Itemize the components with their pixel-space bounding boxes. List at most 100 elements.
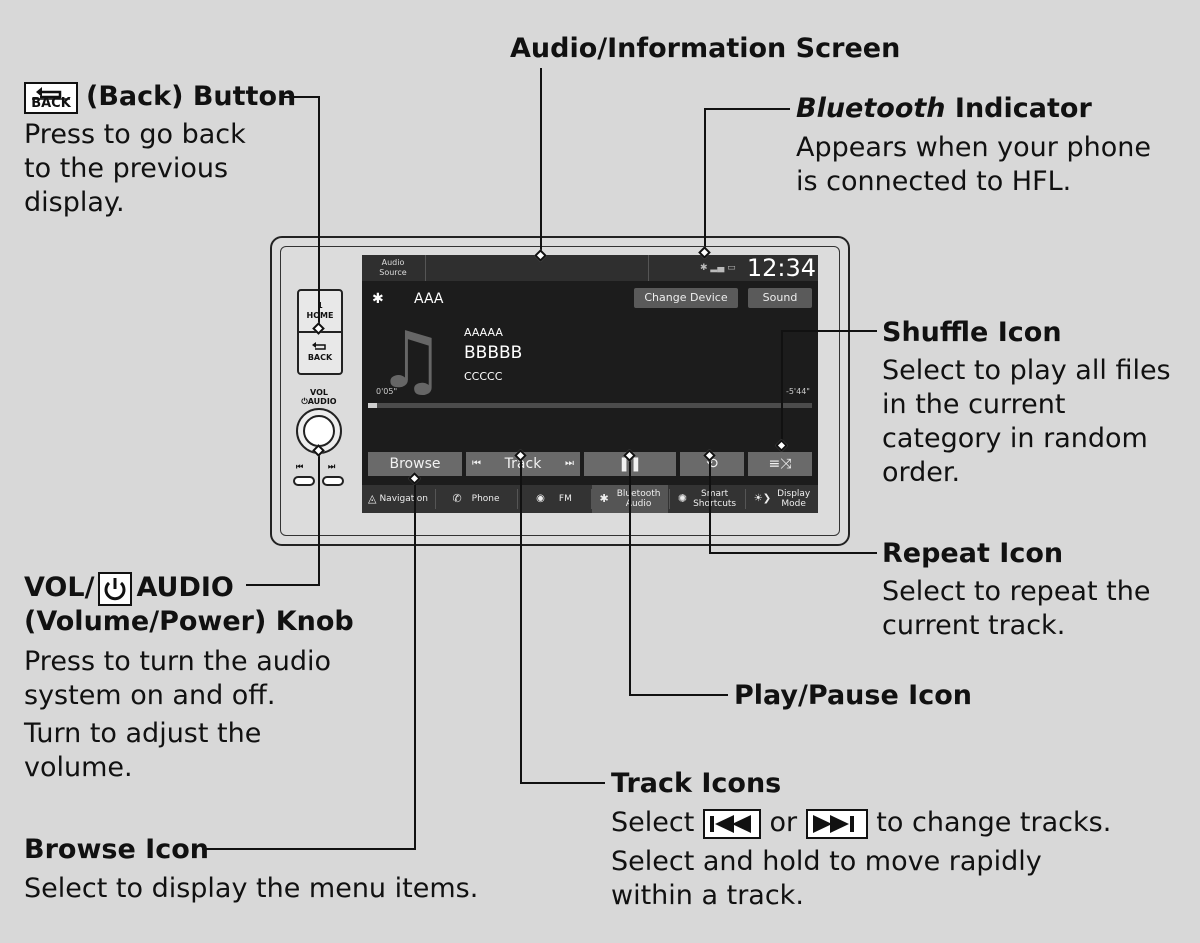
shuffle-icon: ≡⤨ [768, 456, 792, 472]
volume-knob-desc-3: Turn to adjust the [24, 718, 262, 749]
leader-audio-screen [540, 68, 542, 256]
music-note-icon: ♫ [376, 316, 446, 406]
leader-repeat-h [710, 552, 877, 554]
audio-source-label-2: Source [379, 268, 407, 277]
display-mode-icon: ☀❯ [753, 493, 772, 504]
bluetooth-icon: ✱ [372, 291, 384, 307]
browse-icon-desc: Select to display the menu items. [24, 873, 479, 904]
leader-track-h [521, 782, 605, 784]
tab-fm[interactable]: ◉ FM [518, 485, 590, 513]
back-icon: BACK [24, 82, 78, 114]
elapsed-time: 0'05" [376, 387, 398, 396]
track-icons-desc-2: Select and hold to move rapidly [611, 846, 1042, 877]
progress-bar[interactable] [368, 403, 812, 408]
browse-icon-title: Browse Icon [24, 834, 209, 865]
bluetooth-indicator-title: Bluetooth Indicator [796, 92, 1092, 126]
bt-audio-line-2: Audio [625, 499, 652, 509]
vol-label: VOL [310, 388, 328, 397]
shuffle-icon-desc-4: order. [882, 457, 961, 488]
seek-back-button[interactable] [293, 476, 315, 486]
volume-knob-desc-2: system on and off. [24, 680, 276, 711]
leader-bluetooth-h [704, 108, 790, 110]
track-icons-desc-3: within a track. [611, 880, 804, 911]
device-back-label: BACK [307, 353, 333, 362]
leader-back-h [283, 96, 319, 98]
back-button-desc-2: to the previous [24, 153, 229, 184]
seek-forward-button[interactable] [322, 476, 344, 486]
change-device-button[interactable]: Change Device [634, 288, 738, 308]
repeat-icon-title: Repeat Icon [882, 538, 1064, 569]
seek-forward-icon: ⏭ [328, 462, 336, 471]
track-icons-or-text: or [769, 807, 798, 838]
track-icons-select-text: Select [611, 807, 695, 838]
audio-label: ⏻AUDIO [301, 397, 337, 406]
leader-bluetooth-v [704, 108, 706, 252]
fm-icon: ◉ [536, 493, 545, 504]
phone-icon: ✆ [452, 492, 462, 505]
track-forward-icon[interactable]: ⏭ [565, 458, 574, 469]
leader-shuffle-h [782, 330, 877, 332]
track-back-icon[interactable]: ⏮ [472, 458, 481, 469]
leader-volume-h [246, 584, 320, 586]
track-label: Track [504, 456, 542, 472]
back-icon-text: BACK [31, 96, 71, 111]
bluetooth-indicator-title-rest: Indicator [945, 93, 1092, 124]
tab-phone[interactable]: ✆Phone [436, 485, 516, 513]
tab-fm-label: FM [558, 494, 572, 504]
bluetooth-audio-icon: ✱ [599, 492, 609, 505]
status-divider [425, 255, 426, 281]
tab-divider [591, 489, 592, 509]
repeat-icon-desc-1: Select to repeat the [882, 576, 1151, 607]
bt-audio-line-1: Bluetooth [616, 489, 661, 499]
remaining-time: -5'44" [785, 387, 810, 396]
bluetooth-indicator-desc-2: is connected to HFL. [796, 166, 1072, 197]
leader-track-v [520, 455, 522, 784]
shuffle-icon-desc-3: category in random [882, 423, 1148, 454]
browse-button[interactable]: Browse [368, 452, 462, 476]
progress-fill [368, 403, 377, 408]
back-button-desc-1: Press to go back [24, 119, 246, 150]
repeat-icon-desc-2: current track. [882, 610, 1066, 641]
smart-line-1: Smart [700, 489, 729, 499]
volume-knob-title: VOL/ AUDIO [24, 571, 234, 606]
tab-navigation-label: Navigation [379, 494, 428, 504]
display-line-1: Display [777, 489, 811, 499]
volume-knob-title-b: AUDIO [136, 572, 234, 603]
track-icons-desc-line: Select or to change tracks. [611, 806, 1111, 840]
tab-divider [435, 489, 436, 509]
seek-back-icon: ⏮ [296, 462, 304, 471]
tab-navigation[interactable]: ◬Navigation [362, 485, 434, 513]
track-title: BBBBB [464, 343, 523, 363]
power-icon [98, 571, 133, 606]
volume-knob-desc-1: Press to turn the audio [24, 646, 332, 677]
shuffle-button[interactable]: ≡⤨ [748, 452, 812, 476]
sound-button[interactable]: Sound [748, 288, 812, 308]
leader-play-h [630, 694, 728, 696]
smart-shortcuts-icon: ✺ [677, 492, 688, 505]
tab-divider [745, 489, 746, 509]
leader-shuffle-v [781, 330, 783, 444]
display-line-2: Mode [781, 499, 806, 509]
back-button[interactable] [297, 331, 343, 375]
shuffle-icon-desc-1: Select to play all files [882, 355, 1171, 386]
leader-browse-v [414, 478, 416, 850]
tab-divider [517, 489, 518, 509]
status-bar: Audio Source ✱ ▂▄ ▭ 12:34 [362, 255, 818, 282]
device-back-arrow-icon [312, 342, 326, 350]
skip-forward-icon [805, 808, 868, 839]
leader-volume-v [318, 450, 320, 586]
shuffle-icon-desc-2: in the current [882, 389, 1066, 420]
play-pause-icon-title: Play/Pause Icon [734, 680, 973, 711]
status-divider [648, 255, 649, 281]
clock: 12:34 [746, 255, 816, 282]
track-album: CCCCC [464, 370, 503, 383]
bluetooth-indicator-title-italic: Bluetooth [796, 93, 946, 124]
audio-information-screen: Audio Source ✱ ▂▄ ▭ 12:34 ✱ AAA Change D… [362, 255, 818, 513]
audio-source-button[interactable]: Audio Source [368, 258, 418, 278]
volume-knob-center [303, 415, 335, 447]
